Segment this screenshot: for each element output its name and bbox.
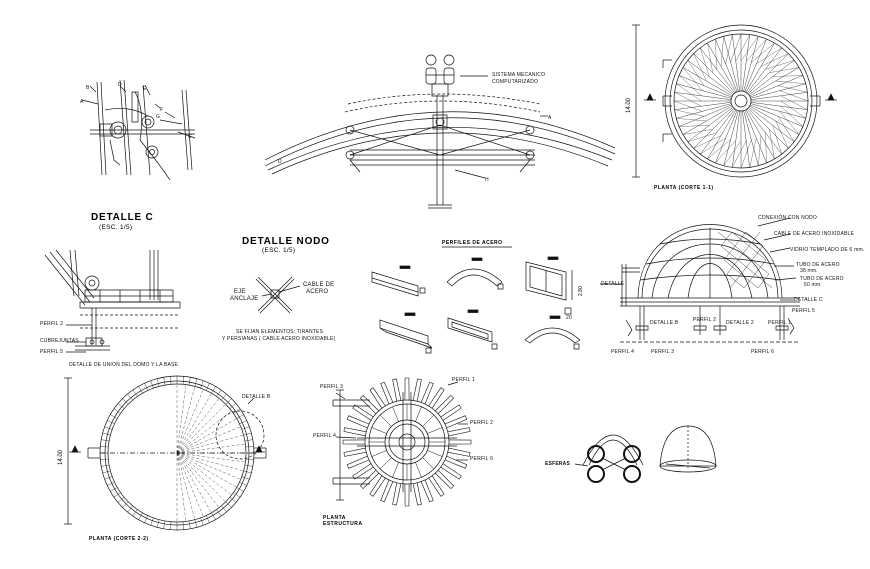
- detalle-nodo-anclaje: ANCLAJE: [230, 296, 259, 302]
- svg-text:C: C: [188, 134, 192, 140]
- dome-label-16: PERFIL 6: [751, 349, 775, 355]
- detalle-c-title: DETALLE C: [91, 212, 154, 223]
- planta-estructura-teeth: [343, 378, 471, 506]
- detalle-c-perfil2: PERFIL 2: [40, 321, 64, 327]
- dome-label-13: PERFIL 1: [768, 320, 792, 326]
- estructura-perfil2: PERFIL 2: [470, 420, 494, 426]
- detalle-nodo-note2: Y PERSIANAS ( CABLE ACERO INOXIDABLE): [222, 336, 336, 342]
- estructura-perfil3: PERFIL 3: [320, 384, 344, 390]
- estructura-title-1: PLANTA: [323, 515, 346, 521]
- plan-corte-2: [64, 376, 266, 530]
- detalle-c-cubrejuntas: CUBREJUNTAS: [40, 338, 79, 344]
- detalle-nodo-note1: SE FIJAN ELEMENTOS: TIRANTES: [236, 329, 324, 335]
- detalle-c-perfil5: PERFIL 5: [40, 349, 64, 355]
- plan-corte-1-spokes: [674, 34, 808, 168]
- plan-corte-1-dimension: 14.00: [626, 97, 632, 113]
- detalle-nodo-cable1: CABLE DE: [303, 282, 335, 288]
- dome-label-2: VIDRIO TEMPLADO DE 6 mm.: [790, 247, 865, 253]
- detalle-nodo-eje: EJE: [234, 289, 246, 295]
- estructura-perfil4: PERFIL 4: [313, 433, 337, 439]
- perfiles-dim-a: 2.80: [578, 286, 584, 296]
- roof-letters: A D H: [278, 115, 552, 183]
- plan-corte-2-detalle: DETALLE B: [242, 394, 271, 400]
- svg-text:E: E: [143, 86, 147, 92]
- svg-text:B: B: [86, 85, 90, 91]
- dome-label-4: 38 mm.: [800, 268, 818, 274]
- dome-triangulation: [718, 232, 772, 288]
- dome-label-15: PERFIL 3: [651, 349, 675, 355]
- roof-elevation: [265, 55, 615, 208]
- estructura-perfil1: PERFIL 1: [452, 377, 476, 383]
- dome-label-7: DETALLE C: [794, 297, 823, 303]
- mechanism-label-1: SISTEMA MECANICO: [492, 72, 546, 78]
- dome-label-11: PERFIL 2: [693, 317, 717, 323]
- svg-text:G: G: [156, 114, 160, 120]
- svg-text:F: F: [160, 107, 163, 113]
- esferas-drawing: [575, 426, 716, 482]
- dome-label-3: TUBO DE ACERO: [796, 262, 840, 268]
- svg-text:A: A: [80, 99, 84, 105]
- perfiles-title: PERFILES DE ACERO: [442, 240, 503, 246]
- plan-corte-1-title: PLANTA (CORTE 1-1): [654, 185, 714, 191]
- dome-label-6: 50 mm.: [804, 282, 822, 288]
- detalle-nodo-scale: (ESC. 1/5): [262, 247, 296, 254]
- svg-text:H: H: [485, 177, 489, 183]
- detalle-nodo-drawing: [256, 277, 300, 313]
- pivot-letters: A B D E F G C: [80, 82, 192, 140]
- detalle-c-caption: DETALLE DE UNION DEL DOMO Y LA BASE: [69, 362, 179, 368]
- perfiles-drawing: [372, 247, 580, 353]
- detalle-nodo-title: DETALLE NODO: [242, 236, 330, 247]
- svg-text:D: D: [118, 82, 122, 88]
- svg-text:D: D: [278, 159, 282, 165]
- dome-label-9: DETALLE: [601, 281, 625, 287]
- dome-label-1: CABLE DE ACERO INOXIDABLE: [774, 231, 855, 237]
- esferas-label: ESFERAS: [545, 461, 571, 467]
- estructura-title-2: ESTRUCTURA: [323, 521, 363, 527]
- dome-label-12: DETALLE 2: [726, 320, 754, 326]
- dome-label-5: TUBO DE ACERO: [800, 276, 844, 282]
- dome-label-8: PERFIL 5: [792, 308, 816, 314]
- estructura-perfil6: PERFIL 6: [470, 456, 494, 462]
- plan-corte-2-title: PLANTA (CORTE 2-2): [89, 536, 149, 542]
- plan-corte-2-dimension: 14.00: [58, 449, 64, 465]
- detalle-nodo-cable2: ACERO: [306, 289, 329, 295]
- dome-label-14: PERFIL 4: [611, 349, 635, 355]
- perfiles-dim-b: 20: [566, 315, 572, 321]
- detalle-c-drawing: [45, 250, 180, 352]
- detalle-c-scale: (ESC. 1/5): [99, 224, 133, 231]
- pivot-detail: [82, 80, 195, 180]
- plan-corte-2-spokes: [100, 376, 254, 530]
- dome-label-10: DETALLE B: [650, 320, 679, 326]
- dome-label-0: CONEXIÓN CON NODO: [758, 215, 817, 221]
- mechanism-label-2: COMPUTARIZADO: [492, 79, 539, 85]
- svg-text:A: A: [548, 115, 552, 121]
